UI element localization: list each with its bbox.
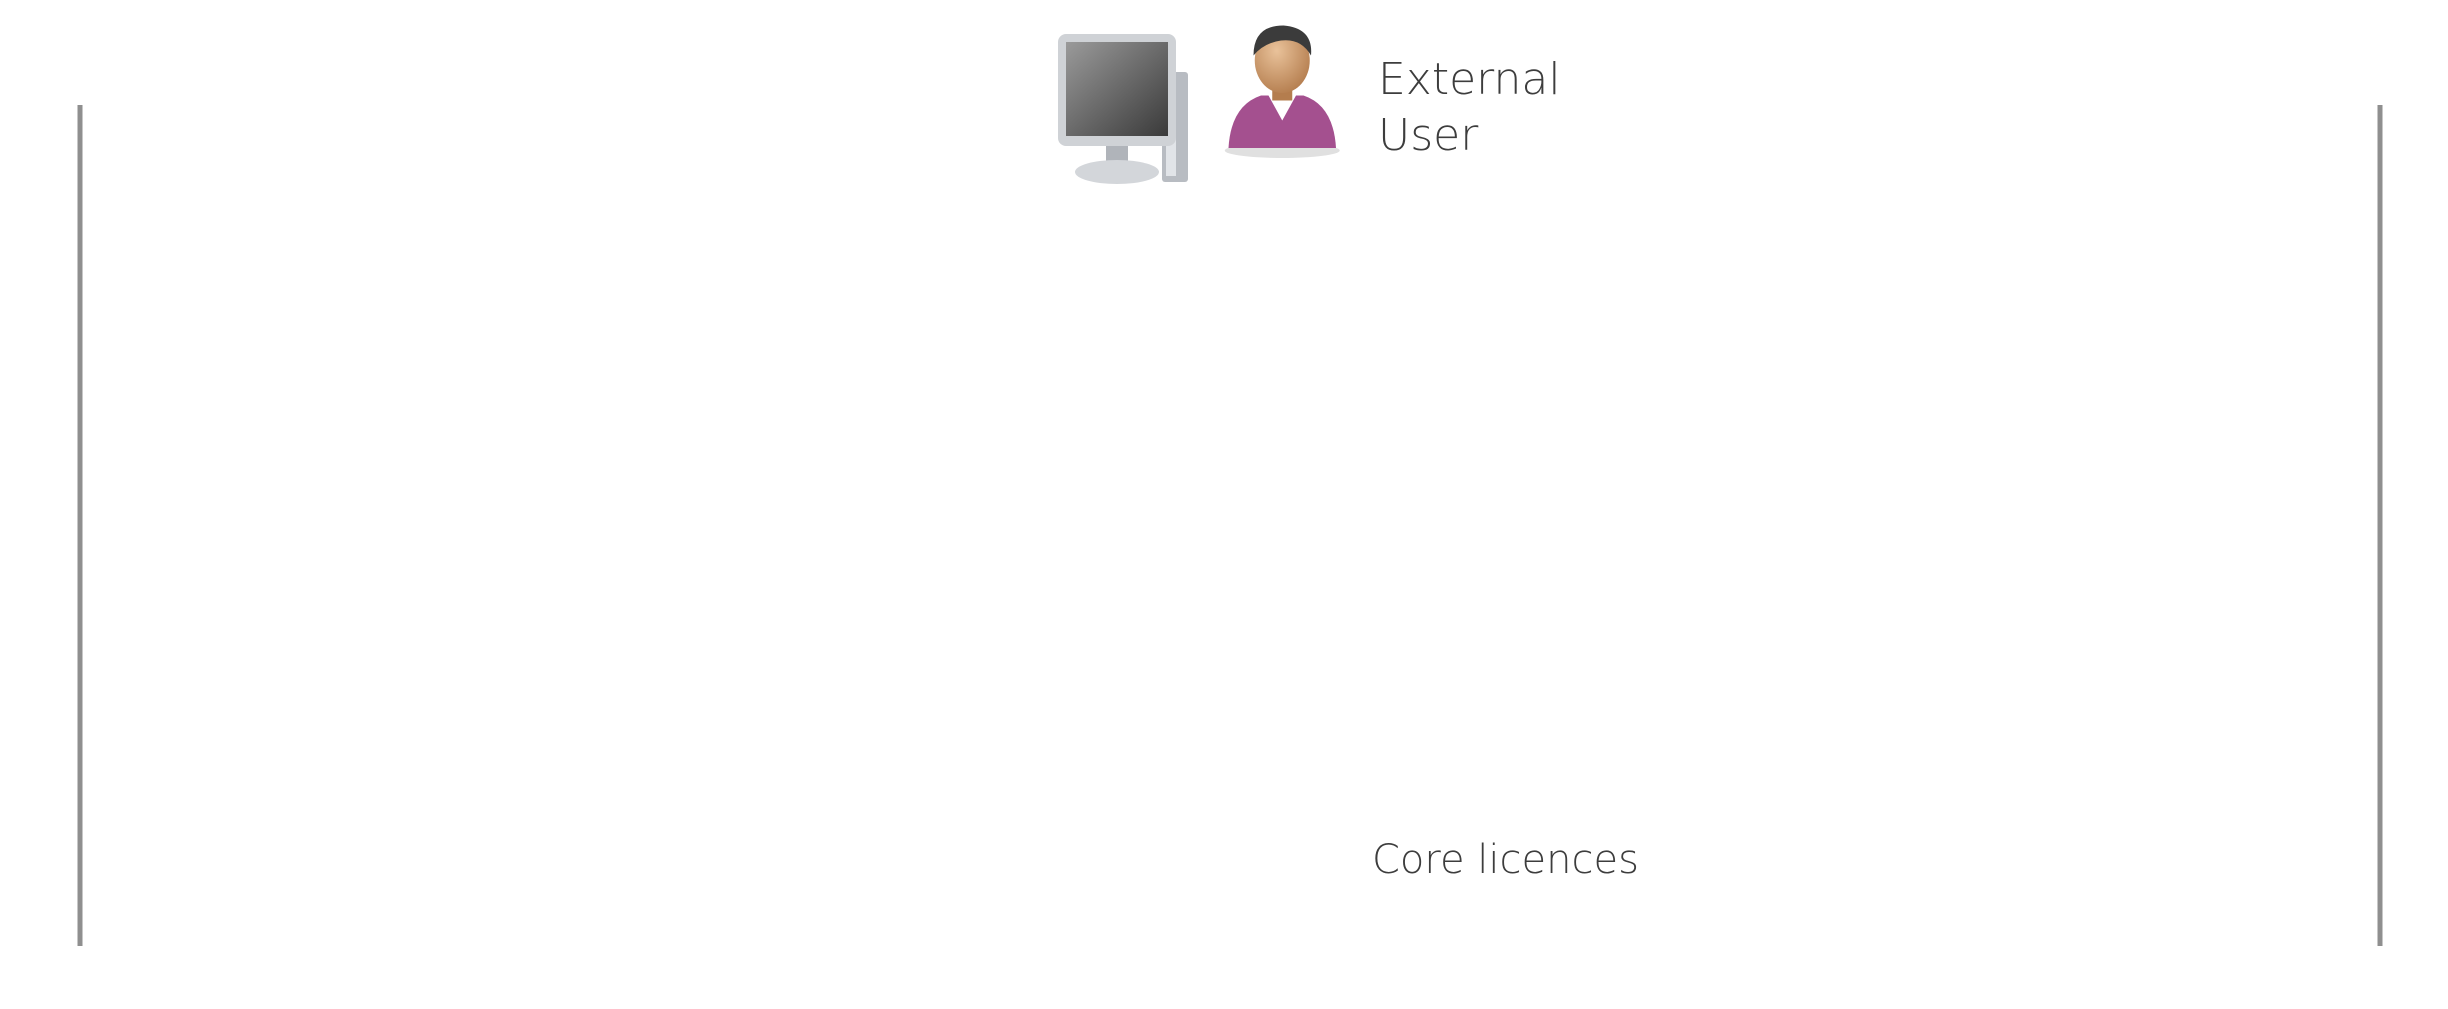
external-user-group <box>1058 25 1340 184</box>
frame <box>77 104 2383 947</box>
external-user-label-line2: User <box>1378 110 1479 161</box>
core-licences-label: Core licences <box>1372 837 1639 883</box>
external-user-label: External User <box>1378 52 1561 164</box>
external-user-icon <box>1224 25 1340 158</box>
external-user-label-line1: External <box>1378 54 1561 105</box>
desktop-computer-icon <box>1058 34 1188 184</box>
